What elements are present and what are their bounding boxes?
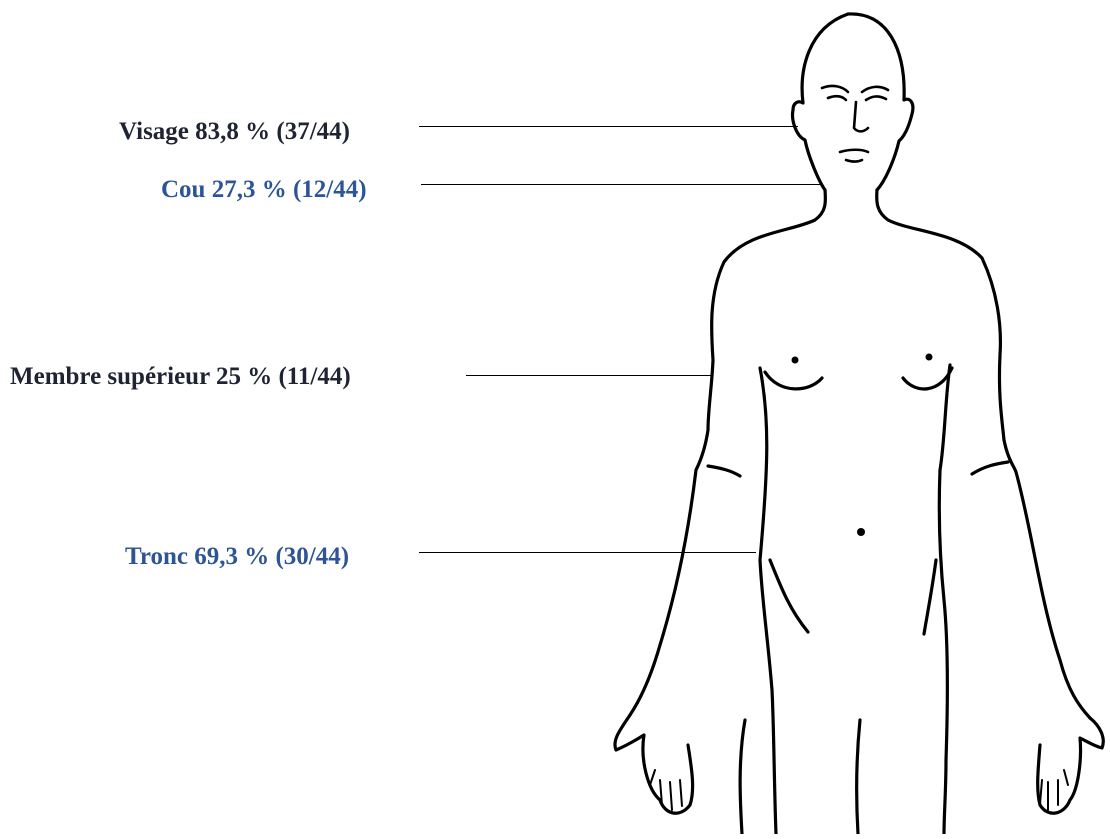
face xyxy=(822,86,888,162)
hip-line-left xyxy=(770,560,808,632)
label-cou: Cou 27,3 % (12/44) xyxy=(161,175,367,205)
label-tronc: Tronc 69,3 % (30/44) xyxy=(125,542,349,572)
mouth xyxy=(840,150,868,152)
nipple-left xyxy=(792,357,799,364)
fingers-left xyxy=(650,770,682,810)
left-eyebrow xyxy=(822,86,848,92)
inner-line-left xyxy=(760,368,776,834)
chin xyxy=(846,160,862,162)
inner-line-right xyxy=(939,365,950,834)
right-eye xyxy=(866,96,886,100)
left-eye xyxy=(828,96,846,100)
torso-outline-right xyxy=(877,190,1090,718)
nipple-right xyxy=(926,354,933,361)
elbow-left xyxy=(708,466,740,476)
leg-inner xyxy=(857,720,860,834)
label-membre-superieur: Membre supérieur 25 % (11/44) xyxy=(10,362,351,392)
torso-outline xyxy=(630,190,825,715)
label-visage: Visage 83,8 % (37/44) xyxy=(119,117,350,147)
leg-left xyxy=(740,720,745,834)
hip-line-right xyxy=(924,560,936,634)
navel xyxy=(857,528,865,536)
leader-line-tronc xyxy=(419,552,756,553)
fingers-right xyxy=(1040,770,1068,810)
leader-line-visage xyxy=(419,126,798,127)
nose xyxy=(854,102,868,131)
right-eyebrow xyxy=(862,87,888,92)
leader-line-membre-superieur xyxy=(466,375,713,376)
head-outline xyxy=(793,14,913,190)
chest-right xyxy=(903,368,952,389)
elbow-right xyxy=(972,462,1008,474)
chest-left xyxy=(765,372,822,389)
leader-line-cou xyxy=(421,184,822,185)
